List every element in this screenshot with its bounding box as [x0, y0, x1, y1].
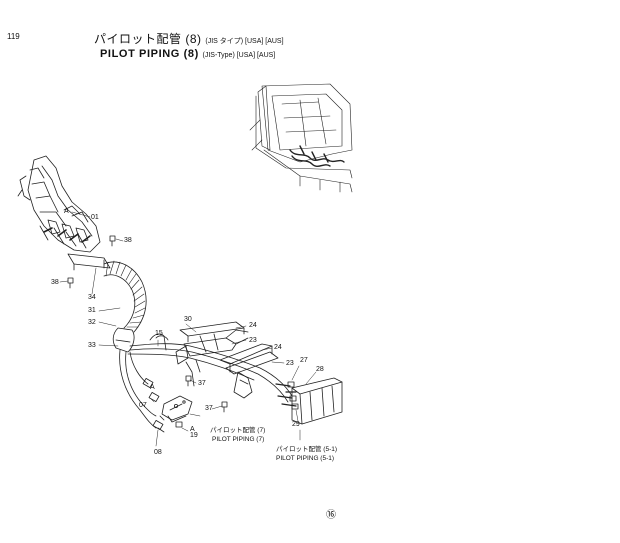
reference-pilot-piping-7-en: PILOT PIPING (7): [212, 436, 265, 443]
reference-pilot-piping-7-jp: パイロット配管 (7): [210, 427, 266, 434]
callout-37-upper: 37: [198, 380, 206, 387]
title-jp-sub: (JIS タイプ) [USA] [AUS]: [205, 38, 284, 45]
callout-31: 31: [88, 307, 96, 314]
pilot-hoses-lower: [119, 349, 165, 433]
title-en-sub: (JIS-Type) [USA] [AUS]: [202, 52, 276, 59]
title-japanese: パイロット配管 (8) (JIS タイプ) [USA] [AUS]: [94, 33, 284, 45]
mounting-frame: [175, 321, 279, 399]
callout-27: 27: [300, 357, 308, 364]
machine-location-inset: [249, 83, 353, 193]
bolt-38-lower: [67, 277, 74, 289]
callout-23-upper: 23: [249, 337, 257, 344]
pilot-hoses-main: [127, 333, 293, 403]
leader-lines: [59, 211, 317, 447]
callout-15: 15: [155, 330, 163, 337]
reference-pilot-piping-5-1-jp: パイロット配管 (5-1): [276, 446, 338, 453]
bolt-37-upper: [185, 375, 192, 387]
callout-07: 07: [139, 402, 147, 409]
title-en-main: PILOT PIPING (8): [100, 48, 199, 60]
callout-34: 34: [88, 294, 96, 301]
callout-01: 01: [91, 214, 99, 221]
callout-33: 33: [88, 342, 96, 349]
corrugated-hose-bundle: [103, 260, 147, 353]
callout-24-lower: 24: [274, 344, 282, 351]
reference-pilot-piping-5-1-en: PILOT PIPING (5-1): [276, 455, 335, 462]
callout-23-lower: 23: [286, 360, 294, 367]
callout-a-1: A: [64, 208, 69, 215]
callout-38-lower: 38: [51, 279, 59, 286]
bolt-38-upper: [109, 235, 116, 247]
footer-mark: ⑯: [326, 510, 336, 521]
callout-32: 32: [88, 319, 96, 326]
callout-37-lower: 37: [205, 405, 213, 412]
callout-29: 29: [292, 421, 300, 428]
page-number: 119: [7, 32, 20, 41]
connector-block-right: [275, 377, 343, 425]
bolt-37-lower: [221, 401, 228, 413]
callout-a-3: A: [190, 426, 195, 433]
callout-19: 19: [190, 432, 198, 439]
callout-24-upper: 24: [249, 322, 257, 329]
callout-a-2: A: [150, 384, 155, 391]
callout-30: 30: [184, 316, 192, 323]
callout-08: 08: [154, 449, 162, 456]
callout-28: 28: [316, 366, 324, 373]
control-valve-block: [17, 155, 111, 271]
callout-38-upper: 38: [124, 237, 132, 244]
hose-bracket-lower: [161, 395, 193, 428]
title-english: PILOT PIPING (8) (JIS-Type) [USA] [AUS]: [100, 49, 275, 60]
title-jp-main: パイロット配管 (8): [94, 32, 202, 46]
